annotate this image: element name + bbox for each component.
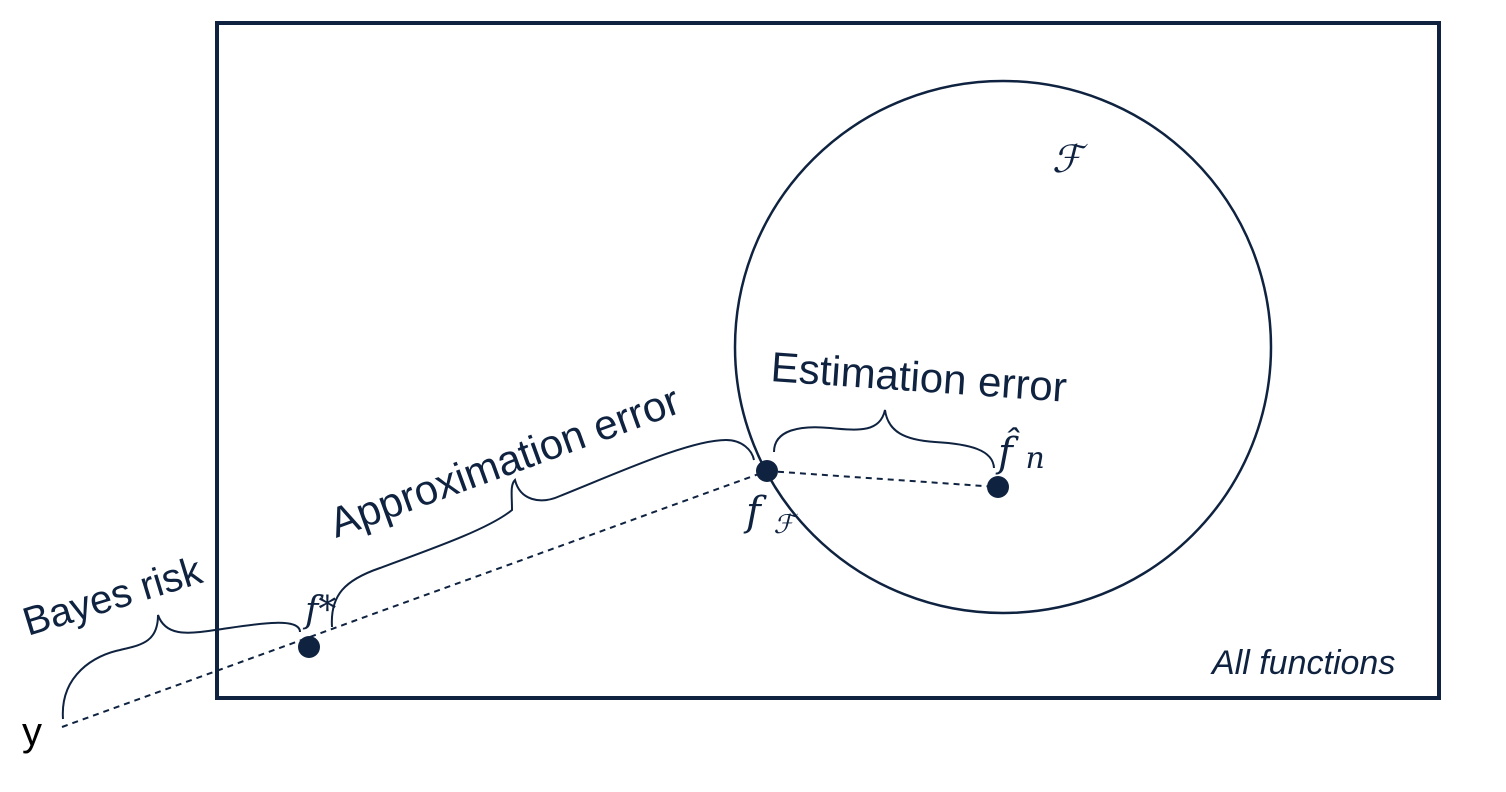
f-hat-n-subscript: n bbox=[1026, 441, 1045, 476]
approximation-error-brace bbox=[330, 438, 755, 628]
estimation-error-label: Estimation error bbox=[769, 343, 1068, 411]
f-hat-n-point bbox=[987, 476, 1009, 498]
bayes-risk-label: Bayes risk bbox=[18, 548, 208, 644]
hypothesis-class-circle bbox=[733, 79, 1273, 615]
f-hat-n-main: f̂ bbox=[995, 428, 1020, 476]
f-F-point bbox=[756, 460, 778, 482]
f-F-label: f ℱ bbox=[743, 489, 799, 540]
all-functions-label: All functions bbox=[1210, 644, 1395, 682]
dashed-path-fF-to-fhat bbox=[766, 470, 999, 488]
bayes-risk-brace bbox=[61, 614, 301, 720]
estimation-error-brace bbox=[773, 409, 995, 469]
f-F-main: f bbox=[743, 489, 767, 535]
hypothesis-class-label: ℱ bbox=[1052, 137, 1088, 181]
all-functions-box bbox=[215, 21, 1441, 700]
dashed-path-y-to-fF bbox=[61, 470, 768, 728]
f-hat-n-label: f̂ n bbox=[995, 428, 1045, 476]
y-label: y bbox=[22, 710, 42, 754]
f-star-label: f* bbox=[302, 590, 336, 631]
f-star-point bbox=[298, 636, 320, 658]
